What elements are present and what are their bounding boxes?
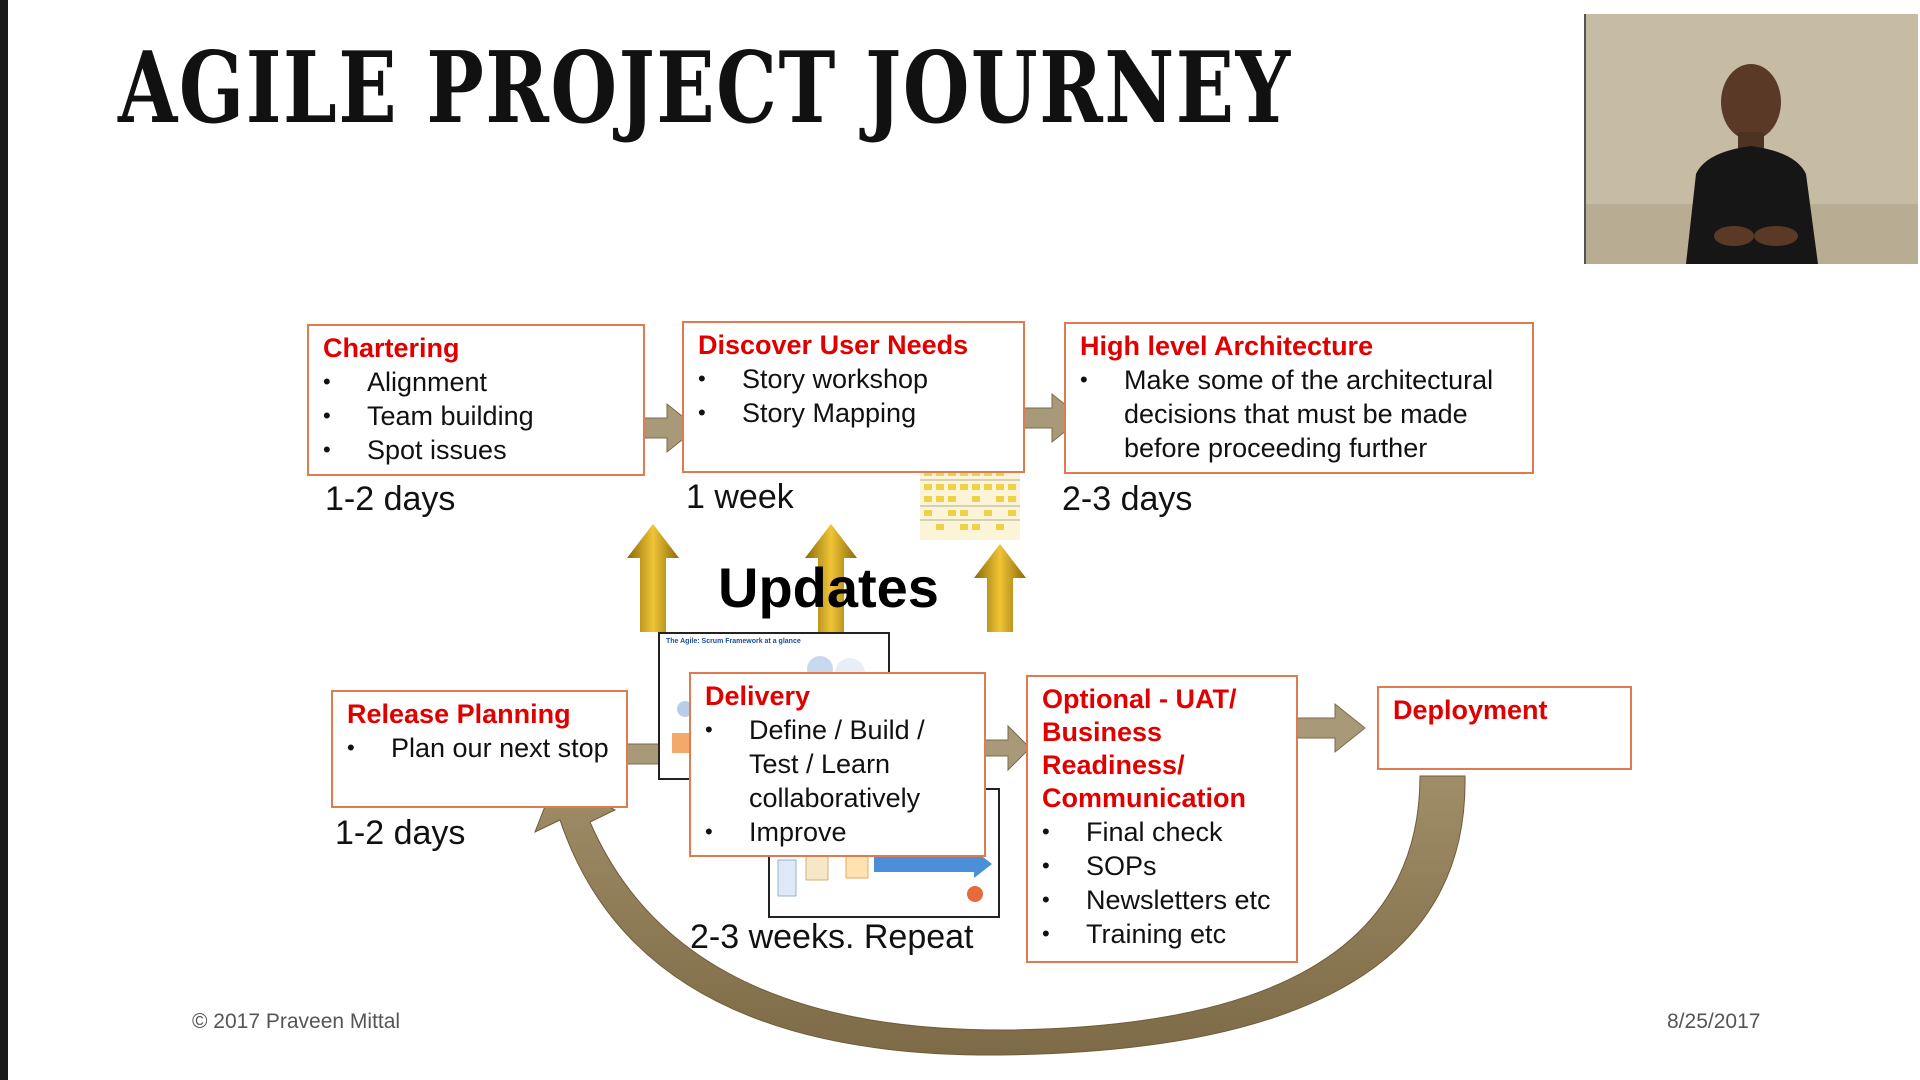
delivery-box: Delivery Define / Build / Test / Learn c… [689,672,986,857]
discover-duration: 1 week [686,478,794,516]
list-item: Story workshop [698,362,1013,396]
return-loop-arrow [534,775,1466,1056]
discover-box: Discover User Needs Story workshop Story… [682,321,1025,473]
copyright-text: © 2017 Praveen Mittal [192,1010,401,1033]
up-arrow-2 [805,524,857,632]
list-item: Final check [1042,815,1286,849]
delivery-list: Define / Build / Test / Learn collaborat… [705,713,974,849]
arrow-delivery-to-optional [982,724,1031,772]
architecture-title: High level Architecture [1080,331,1374,361]
list-item: Make some of the architectural decisions… [1080,363,1522,465]
deployment-box: Deployment [1377,686,1632,770]
list-item: Improve [705,815,974,849]
list-item: Newsletters etc [1042,883,1286,917]
sticky-notes-thumbnail [920,468,1020,540]
architecture-list: Make some of the architectural decisions… [1080,363,1522,465]
optional-title: Optional - UAT/ Business Readiness/ Comm… [1042,684,1247,813]
release-duration: 1-2 days [335,814,466,852]
architecture-box: High level Architecture Make some of the… [1064,322,1534,474]
optional-box: Optional - UAT/ Business Readiness/ Comm… [1026,675,1298,963]
discover-list: Story workshop Story Mapping [698,362,1013,430]
architecture-duration: 2-3 days [1062,480,1193,518]
list-item: Define / Build / Test / Learn collaborat… [705,713,974,815]
list-item: Alignment [323,365,633,399]
list-item: Training etc [1042,917,1286,951]
sprint-cycle-image [777,849,992,902]
list-item: SOPs [1042,849,1286,883]
list-item: Story Mapping [698,396,1013,430]
left-edge-bar [0,0,8,1080]
up-arrow-1 [627,524,679,632]
list-item: Plan our next stop [347,731,616,765]
up-arrow-3 [974,544,1026,632]
delivery-duration: 2-3 weeks. Repeat [690,918,974,956]
discover-title: Discover User Needs [698,330,969,360]
updates-label: Updates [718,556,939,619]
chartering-list: Alignment Team building Spot issues [323,365,633,467]
arrow-optional-to-deployment [1296,702,1366,754]
release-box: Release Planning Plan our next stop [331,690,628,808]
optional-list: Final check SOPs Newsletters etc Trainin… [1042,815,1286,951]
presenter-video [1584,14,1918,264]
chartering-duration: 1-2 days [325,480,456,518]
sticky-notes-image [920,470,1020,530]
list-item: Spot issues [323,433,633,467]
deployment-title: Deployment [1393,695,1548,725]
slide-date: 8/25/2017 [1667,1010,1761,1033]
delivery-title: Delivery [705,681,811,711]
presenter-silhouette [1586,14,1918,264]
release-list: Plan our next stop [347,731,616,765]
chartering-title: Chartering [323,333,460,363]
release-title: Release Planning [347,699,571,729]
chartering-box: Chartering Alignment Team building Spot … [307,324,645,476]
thumbnail-heading: The Agile: Scrum Framework at a glance [666,638,801,645]
list-item: Team building [323,399,633,433]
slide-title: AGILE PROJECT JOURNEY [118,31,1292,146]
